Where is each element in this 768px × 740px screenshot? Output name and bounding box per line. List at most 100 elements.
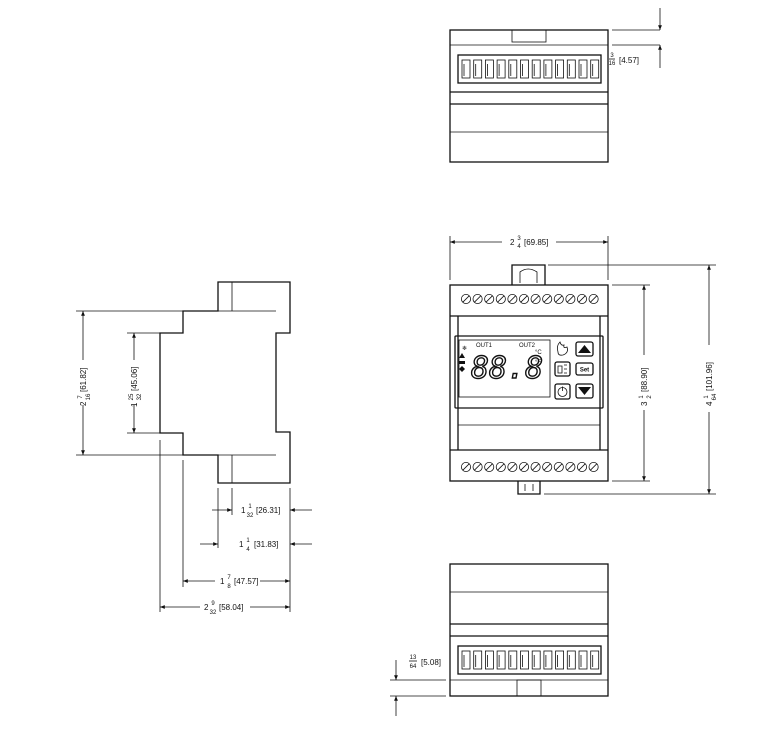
terminal-screw-icon [565, 461, 576, 472]
terminal-screw-icon [553, 293, 564, 304]
dim-side-depth-2-mm: [31.83] [254, 540, 278, 549]
terminal-slot [484, 59, 494, 79]
battery-icon [459, 361, 465, 364]
terminal-screw-icon [577, 293, 588, 304]
dim-front-total-height-den: 64 [712, 393, 718, 400]
terminal-screw-icon [565, 293, 576, 304]
terminal-slot [543, 59, 553, 79]
dim-side-depth-1-mm: [26.31] [256, 506, 280, 515]
front-bottom-terminal-screws [460, 461, 599, 472]
dim-side-inner-height-den: 32 [137, 393, 143, 400]
up-arrow-icon [578, 345, 591, 353]
dim-side-height-mm: [61.82] [79, 368, 88, 392]
dim-top-offset: 3 16 [4.57] [609, 8, 662, 68]
dim-top-offset-mm: [4.57] [619, 56, 639, 65]
flame-icon[interactable] [556, 341, 568, 356]
terminal-slot [484, 650, 494, 670]
dim-side-depth-4-den: 32 [210, 610, 217, 616]
dim-top-offset-num: 3 [610, 53, 614, 59]
dim-side-height-num: 7 [78, 395, 84, 399]
terminal-slot [590, 650, 600, 670]
terminal-screw-icon [507, 293, 518, 304]
down-arrow-icon [578, 387, 591, 395]
dim-side-inner-height: 1 25 32 [45.06] [127, 332, 160, 434]
diamond-icon [459, 366, 465, 372]
terminal-slot [520, 650, 529, 670]
terminal-slot [531, 59, 541, 79]
dim-side-depth-3-whole: 1 [220, 577, 225, 586]
dim-front-total-height: 4 1 64 [101.96] [544, 264, 718, 495]
terminal-screw-icon [495, 293, 506, 304]
terminal-screw-icon [472, 293, 483, 304]
terminal-screw-icon [542, 461, 553, 472]
up-button[interactable] [575, 341, 594, 357]
dim-front-body-height-den: 2 [647, 395, 653, 399]
dim-side-depth-3-den: 8 [227, 584, 231, 590]
terminal-slot [555, 59, 564, 79]
dim-side-inner-height-num: 25 [129, 393, 135, 400]
terminal-slot [461, 650, 471, 670]
terminal-screw-icon [484, 461, 495, 472]
defrost-button[interactable] [554, 361, 571, 377]
out2-label: OUT2 [519, 343, 536, 349]
display-panel [454, 335, 604, 409]
terminal-slot [566, 650, 576, 670]
dim-side-depth-1-den: 32 [247, 513, 254, 519]
warning-icon [459, 353, 465, 358]
terminal-slot [461, 59, 471, 79]
dim-front-body-height-num: 1 [639, 395, 645, 399]
set-button-label: Set [580, 368, 589, 374]
terminal-screw-icon [460, 293, 471, 304]
top-view [449, 29, 609, 163]
dim-front-body-height-whole: 3 [640, 401, 649, 406]
terminal-screw-icon [530, 293, 541, 304]
dim-front-width-mm: [69.85] [524, 238, 548, 247]
terminal-slot [531, 650, 541, 670]
down-button[interactable] [575, 383, 594, 399]
dim-side-inner-height-whole: 1 [130, 402, 139, 407]
terminal-slot [496, 59, 506, 79]
terminal-screw-icon [460, 461, 471, 472]
dim-front-width-den: 4 [517, 244, 521, 250]
power-button[interactable] [554, 383, 571, 400]
set-button[interactable] [575, 362, 594, 376]
dim-side-depth-4-mm: [58.04] [219, 603, 243, 612]
dim-side-inner-height-mm: [45.06] [130, 367, 139, 391]
dim-side-depth-3: 1 7 8 [47.57] [183, 575, 290, 590]
dim-side-depth-3-num: 7 [227, 575, 231, 581]
dim-side-height: 2 7 16 [61.82] [76, 310, 183, 456]
top-terminal-slots [461, 59, 600, 79]
terminal-screw-icon [472, 461, 483, 472]
dim-side-height-whole: 2 [79, 401, 88, 406]
dim-side-depth-1-num: 1 [248, 504, 252, 510]
dim-side-depth-4-whole: 2 [204, 603, 209, 612]
dim-front-body-height: 3 1 2 [88.90] [612, 284, 653, 482]
terminal-screw-icon [588, 461, 599, 472]
front-top-terminal-screws [460, 293, 599, 304]
side-view [159, 281, 291, 484]
dim-front-total-height-num: 1 [704, 395, 710, 399]
defrost-icon [557, 364, 567, 374]
dim-bottom-offset-mm: [5.08] [421, 658, 441, 667]
dim-bottom-offset-den: 64 [410, 664, 417, 670]
terminal-slot [578, 59, 588, 79]
dim-front-width: 2 3 4 [69.85] [449, 236, 609, 280]
out1-label: OUT1 [476, 343, 493, 349]
dim-side-depth-2: 1 1 4 [31.83] [200, 538, 312, 553]
terminal-screw-icon [519, 461, 530, 472]
dim-side-depth-4: 2 9 32 [58.04] [160, 601, 290, 616]
terminal-slot [496, 650, 506, 670]
digital-readout: 88.8 [471, 351, 543, 386]
terminal-screw-icon [519, 293, 530, 304]
snowflake-icon: ❄ [462, 345, 467, 352]
terminal-slot [473, 650, 483, 670]
terminal-slot [520, 59, 529, 79]
terminal-screw-icon [577, 461, 588, 472]
terminal-slot [566, 59, 576, 79]
terminal-slot [555, 650, 564, 670]
terminal-screw-icon [507, 461, 518, 472]
dim-side-depth-4-num: 9 [211, 601, 215, 607]
terminal-screw-icon [484, 293, 495, 304]
terminal-screw-icon [588, 293, 599, 304]
